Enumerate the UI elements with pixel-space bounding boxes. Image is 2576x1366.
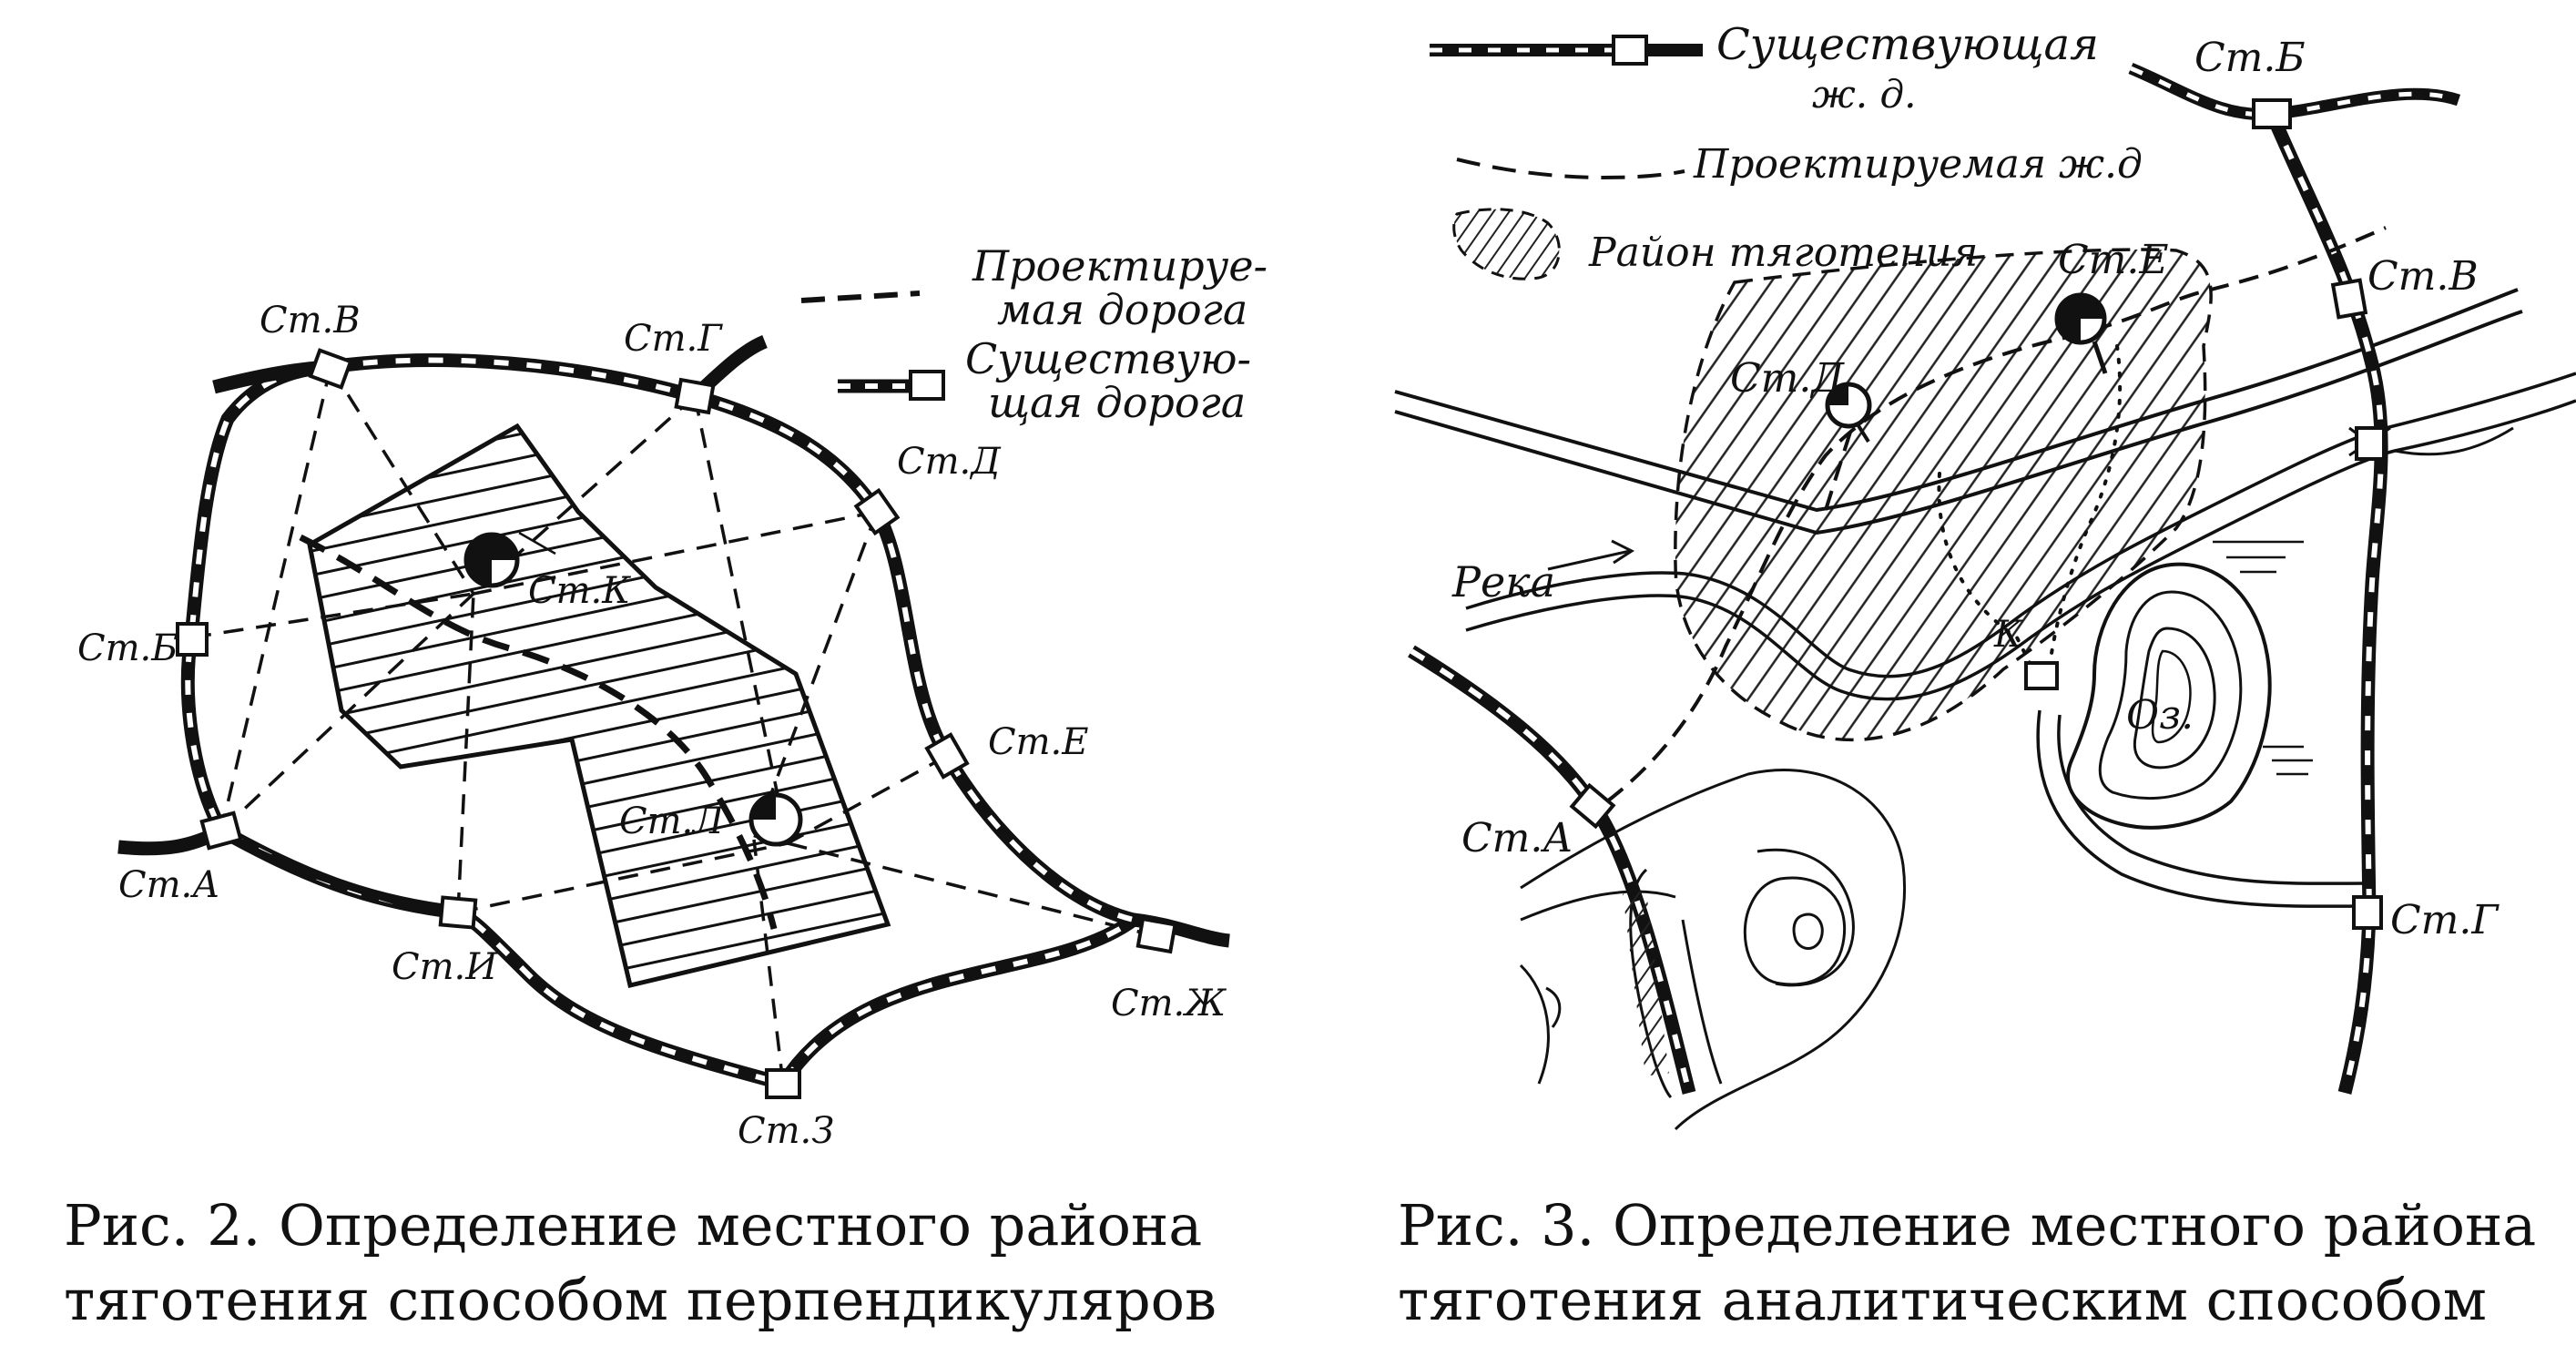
- fig2-station-box-b: [176, 622, 209, 657]
- fig2-station-box-d: [853, 487, 901, 536]
- fig3-station-d-symbol: [1825, 382, 1872, 443]
- figure-3: Существующая ж. д. Проектируемая ж.д Рай…: [1394, 19, 2576, 1131]
- fig3-river-arrow: [1547, 539, 1635, 571]
- fig2-label-b: Ст.Б: [77, 627, 178, 669]
- fig2-k-leader: [518, 531, 556, 556]
- fig3-label-d: Ст.Д: [1730, 355, 1845, 402]
- fig3-station-box-g: [2352, 895, 2383, 930]
- fig3-highway: [1394, 288, 2523, 535]
- fig3-label-b: Ст.Б: [2194, 35, 2306, 81]
- fig3-station-box-bridge: [2355, 426, 2386, 461]
- fig2-label-v: Ст.В: [260, 300, 361, 342]
- fig3-lake: [2066, 540, 2313, 830]
- fig2-station-box-e: [924, 732, 970, 780]
- fig3-legend-existing-sample: [1430, 35, 1703, 66]
- fig3-label-e: Ст.Е: [2058, 237, 2169, 283]
- fig3-legend-area: Район тяготения: [1588, 229, 1978, 276]
- fig3-label-v: Ст.В: [2367, 253, 2479, 300]
- fig3-caption: Рис. 3. Определение местного района тяго…: [1398, 1188, 2536, 1338]
- fig3-legend-projected-sample: [1456, 158, 1685, 180]
- fig3-station-box-v: [2330, 278, 2368, 320]
- fig3-caption-line1: Рис. 3. Определение местного района: [1398, 1192, 2537, 1259]
- fig2-legend-projected-sample: [800, 291, 921, 303]
- fig2-legend-projected-line1: Проектируе-: [972, 241, 1268, 291]
- fig2-legend: Проектируе- мая дорога Существую- щая до…: [800, 241, 1268, 427]
- fig2-label-l: Ст.Л: [619, 800, 725, 842]
- fig2-station-labels: Ст.В Ст.Г Ст.Д Ст.К Ст.Б Ст.Е Ст.Л Ст.А …: [77, 300, 1227, 1152]
- fig3-label-k: К: [1993, 614, 2023, 656]
- fig3-existing-railway-left: [1408, 645, 1723, 1099]
- fig2-legend-existing-sample: [838, 370, 945, 401]
- fig2-station-boxes: [176, 348, 1177, 1099]
- fig3-legend-projected: Проектируемая ж.д: [1693, 141, 2143, 188]
- fig2-station-box-g: [674, 377, 716, 415]
- fig3-caption-line2: тяготения аналитическим способом: [1398, 1267, 2487, 1333]
- fig3-station-box-k: [2024, 661, 2059, 690]
- fig2-label-g: Ст.Г: [624, 318, 723, 360]
- fig2-station-box-v: [308, 348, 353, 390]
- fig2-station-box-z: [765, 1068, 801, 1099]
- fig2-station-box-zh: [1135, 916, 1177, 954]
- fig2-label-i: Ст.И: [392, 946, 498, 988]
- fig2-station-box-a: [199, 810, 243, 851]
- fig2-label-d: Ст.Д: [897, 441, 1002, 483]
- fig2-legend-projected-line2: мая дорога: [997, 285, 1247, 334]
- fig2-caption-line1: Рис. 2. Определение местного района: [64, 1192, 1203, 1259]
- fig3-legend-existing-line2: ж. д.: [1812, 72, 1916, 117]
- fig3-station-boxes: [1569, 98, 2386, 930]
- fig2-label-z: Ст.З: [738, 1110, 834, 1152]
- fig3-contour-lines: [1519, 769, 1906, 1131]
- fig3-station-box-b: [2252, 98, 2292, 129]
- fig3-projected-railway: [1605, 226, 2387, 803]
- fig3-labels: Ст.Б Ст.Е Ст.В Ст.Д Река К Оз. Ст.А Ст.Г: [1451, 35, 2500, 943]
- fig2-caption-line2: тяготения способом перпендикуляров: [64, 1267, 1217, 1333]
- fig2-station-k-symbol: [463, 532, 520, 588]
- fig3-legend: Существующая ж. д. Проектируемая ж.д Рай…: [1430, 19, 2143, 280]
- fig3-label-lake: Оз.: [2126, 692, 2194, 739]
- fig3-legend-area-sample: [1452, 208, 1561, 280]
- fig3-station-e-symbol: [2054, 292, 2108, 374]
- fig3-existing-railway-right: [2128, 63, 2461, 1095]
- fig2-label-zh: Ст.Ж: [1111, 983, 1227, 1024]
- fig2-label-k: Ст.К: [528, 570, 631, 612]
- fig3-label-g: Ст.Г: [2390, 897, 2500, 943]
- fig2-label-e: Ст.Е: [988, 721, 1088, 763]
- fig2-legend-existing-line1: Существую-: [965, 334, 1251, 383]
- fig3-station-box-a: [1569, 782, 1616, 830]
- fig3-label-river: Река: [1451, 557, 1555, 607]
- fig2-station-l-symbol: [748, 792, 803, 847]
- fig2-legend-existing-line2: щая дорога: [988, 378, 1246, 427]
- fig3-legend-existing-line1: Существующая: [1716, 19, 2099, 70]
- fig2-station-box-i: [438, 895, 478, 930]
- fig2-caption: Рис. 2. Определение местного района тяго…: [64, 1188, 1217, 1338]
- figure-2: Проектируе- мая дорога Существую- щая до…: [77, 241, 1268, 1152]
- fig2-label-a: Ст.А: [118, 864, 220, 906]
- fig3-gravitation-area: [1674, 248, 2213, 742]
- fig2-projected-road: [299, 534, 778, 930]
- fig3-label-a: Ст.А: [1461, 815, 1573, 861]
